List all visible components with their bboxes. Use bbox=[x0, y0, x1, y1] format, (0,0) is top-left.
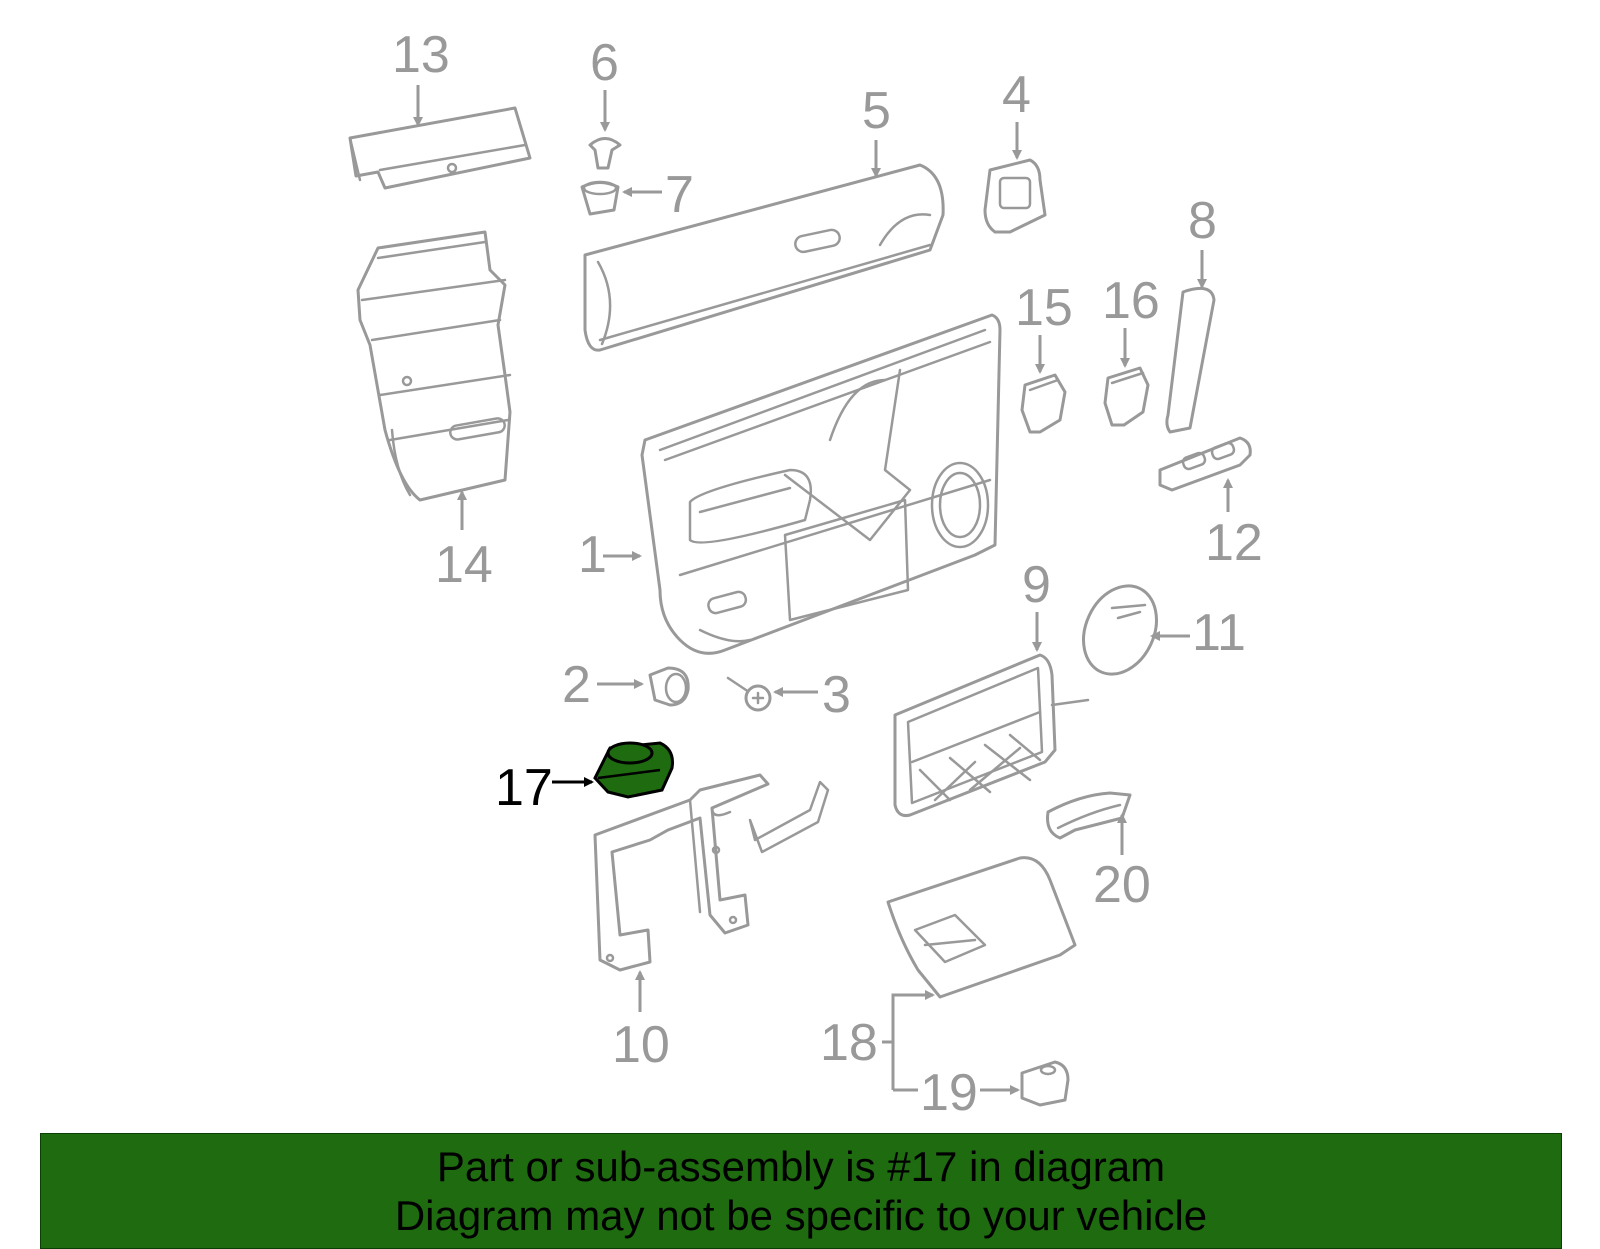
callout-3: 3 bbox=[773, 666, 851, 724]
svg-text:17: 17 bbox=[495, 759, 553, 817]
callout-14: 14 bbox=[435, 490, 493, 594]
callout-17: 17 bbox=[495, 759, 594, 817]
callout-5: 5 bbox=[862, 82, 891, 178]
part-14-bracket bbox=[356, 230, 512, 502]
part-1-door-panel bbox=[640, 313, 1002, 655]
svg-text:4: 4 bbox=[1002, 66, 1031, 124]
svg-text:8: 8 bbox=[1188, 192, 1217, 250]
parts-diagram: 13 6 7 5 4 8 bbox=[348, 26, 1263, 1122]
callout-15: 15 bbox=[1015, 279, 1073, 374]
part-3-screw bbox=[726, 676, 772, 712]
part-17-sensor bbox=[593, 741, 674, 799]
svg-text:3: 3 bbox=[822, 666, 851, 724]
part-5-upper-panel bbox=[583, 163, 945, 352]
svg-text:20: 20 bbox=[1093, 856, 1151, 914]
svg-text:7: 7 bbox=[665, 166, 694, 224]
part-16-switch bbox=[1103, 366, 1150, 427]
part-7-grommet bbox=[580, 180, 620, 216]
svg-text:18: 18 bbox=[820, 1014, 878, 1072]
info-banner: Part or sub-assembly is #17 in diagram D… bbox=[40, 1133, 1562, 1249]
part-11-speaker-grille bbox=[1082, 584, 1158, 676]
callout-11: 11 bbox=[1150, 604, 1246, 662]
svg-text:16: 16 bbox=[1102, 272, 1160, 330]
part-19-clip bbox=[1020, 1060, 1070, 1107]
svg-text:13: 13 bbox=[392, 26, 450, 84]
svg-text:15: 15 bbox=[1015, 279, 1073, 337]
svg-text:5: 5 bbox=[862, 82, 891, 140]
part-12-window-switch bbox=[1158, 436, 1252, 492]
svg-text:6: 6 bbox=[590, 34, 619, 92]
callout-6: 6 bbox=[590, 34, 619, 132]
callout-8: 8 bbox=[1188, 192, 1217, 289]
svg-text:1: 1 bbox=[578, 526, 607, 584]
callout-7: 7 bbox=[622, 166, 694, 224]
callout-12: 12 bbox=[1205, 478, 1263, 572]
part-4-switch-housing bbox=[983, 158, 1047, 234]
callout-4: 4 bbox=[1002, 66, 1031, 160]
svg-text:2: 2 bbox=[562, 656, 591, 714]
svg-text:12: 12 bbox=[1205, 514, 1263, 572]
callout-13: 13 bbox=[392, 26, 450, 127]
svg-text:14: 14 bbox=[435, 536, 493, 594]
svg-text:11: 11 bbox=[1192, 604, 1246, 662]
svg-text:10: 10 bbox=[612, 1016, 670, 1074]
callout-2: 2 bbox=[562, 656, 644, 714]
callout-10: 10 bbox=[612, 970, 670, 1074]
callout-19: 19 bbox=[893, 1064, 1020, 1122]
callout-20: 20 bbox=[1093, 813, 1151, 914]
part-13-trim-strip bbox=[348, 106, 532, 190]
part-2-fastener bbox=[648, 666, 690, 707]
part-9-map-pocket bbox=[893, 653, 1090, 817]
svg-text:19: 19 bbox=[920, 1064, 978, 1122]
part-8-trim-strip bbox=[1165, 286, 1216, 434]
part-18-lower-trim bbox=[886, 856, 1077, 999]
callout-1: 1 bbox=[578, 526, 642, 584]
part-6-clip bbox=[588, 137, 622, 170]
part-15-switch bbox=[1020, 373, 1067, 434]
callout-16: 16 bbox=[1102, 272, 1160, 368]
svg-text:9: 9 bbox=[1022, 556, 1051, 614]
callout-9: 9 bbox=[1022, 556, 1051, 652]
callout-18: 18 bbox=[820, 990, 935, 1090]
banner-line-1: Part or sub-assembly is #17 in diagram bbox=[436, 1143, 1166, 1190]
part-10-bracket bbox=[593, 773, 830, 972]
part-20-handle bbox=[1046, 791, 1132, 840]
banner-line-2: Diagram may not be specific to your vehi… bbox=[394, 1192, 1208, 1239]
